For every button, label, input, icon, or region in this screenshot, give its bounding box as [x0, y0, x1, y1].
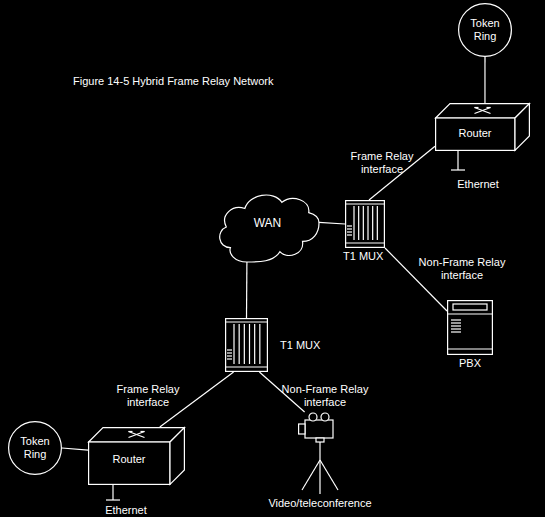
node-label: T1 MUX	[280, 339, 340, 352]
video-camera-outline	[298, 412, 342, 495]
node-label: Token Ring	[13, 435, 57, 461]
network-link	[385, 248, 447, 311]
node-label: T1 MUX	[343, 250, 403, 263]
network-link	[369, 146, 435, 200]
interface-label: Non-Frame Relay interface	[277, 383, 373, 409]
token-ring: Token Ring	[458, 3, 512, 57]
network-link	[259, 372, 304, 412]
t1-mux-outline	[225, 318, 268, 372]
interface-label: Frame Relay interface	[110, 383, 186, 409]
network-link	[246, 262, 248, 318]
node-label: Video/teleconference	[258, 497, 382, 510]
interface-label: Non-Frame Relay interface	[414, 256, 510, 282]
wan-cloud: WAN	[216, 190, 319, 262]
interface-label: Frame Relay interface	[346, 150, 418, 176]
ethernet-line	[457, 151, 458, 170]
network-link	[160, 372, 234, 427]
node-label: WAN	[216, 217, 319, 230]
router-box: Router	[88, 427, 185, 485]
figure-title: Figure 14-5 Hybrid Frame Relay Network	[73, 75, 274, 88]
t1-mux: T1 MUX	[225, 318, 268, 372]
pbx-device-outline	[447, 300, 493, 355]
network-label: Ethernet	[448, 178, 508, 191]
t1-mux-outline	[345, 200, 385, 248]
router-box: Router	[435, 103, 530, 151]
node-label: Router	[435, 127, 515, 140]
pbx-device: PBX	[447, 300, 493, 355]
node-label: Token Ring	[463, 17, 507, 43]
node-label: PBX	[440, 357, 500, 370]
token-ring: Token Ring	[8, 421, 62, 475]
network-link	[319, 222, 345, 224]
t1-mux: T1 MUX	[345, 200, 385, 248]
network-link	[62, 448, 88, 450]
video-camera: Video/teleconference	[298, 412, 342, 495]
network-link	[484, 57, 485, 103]
ethernet-terminator	[451, 169, 465, 170]
ethernet-line	[112, 485, 113, 500]
ethernet-terminator	[106, 499, 120, 500]
network-label: Ethernet	[96, 504, 156, 517]
node-label: Router	[88, 453, 170, 466]
